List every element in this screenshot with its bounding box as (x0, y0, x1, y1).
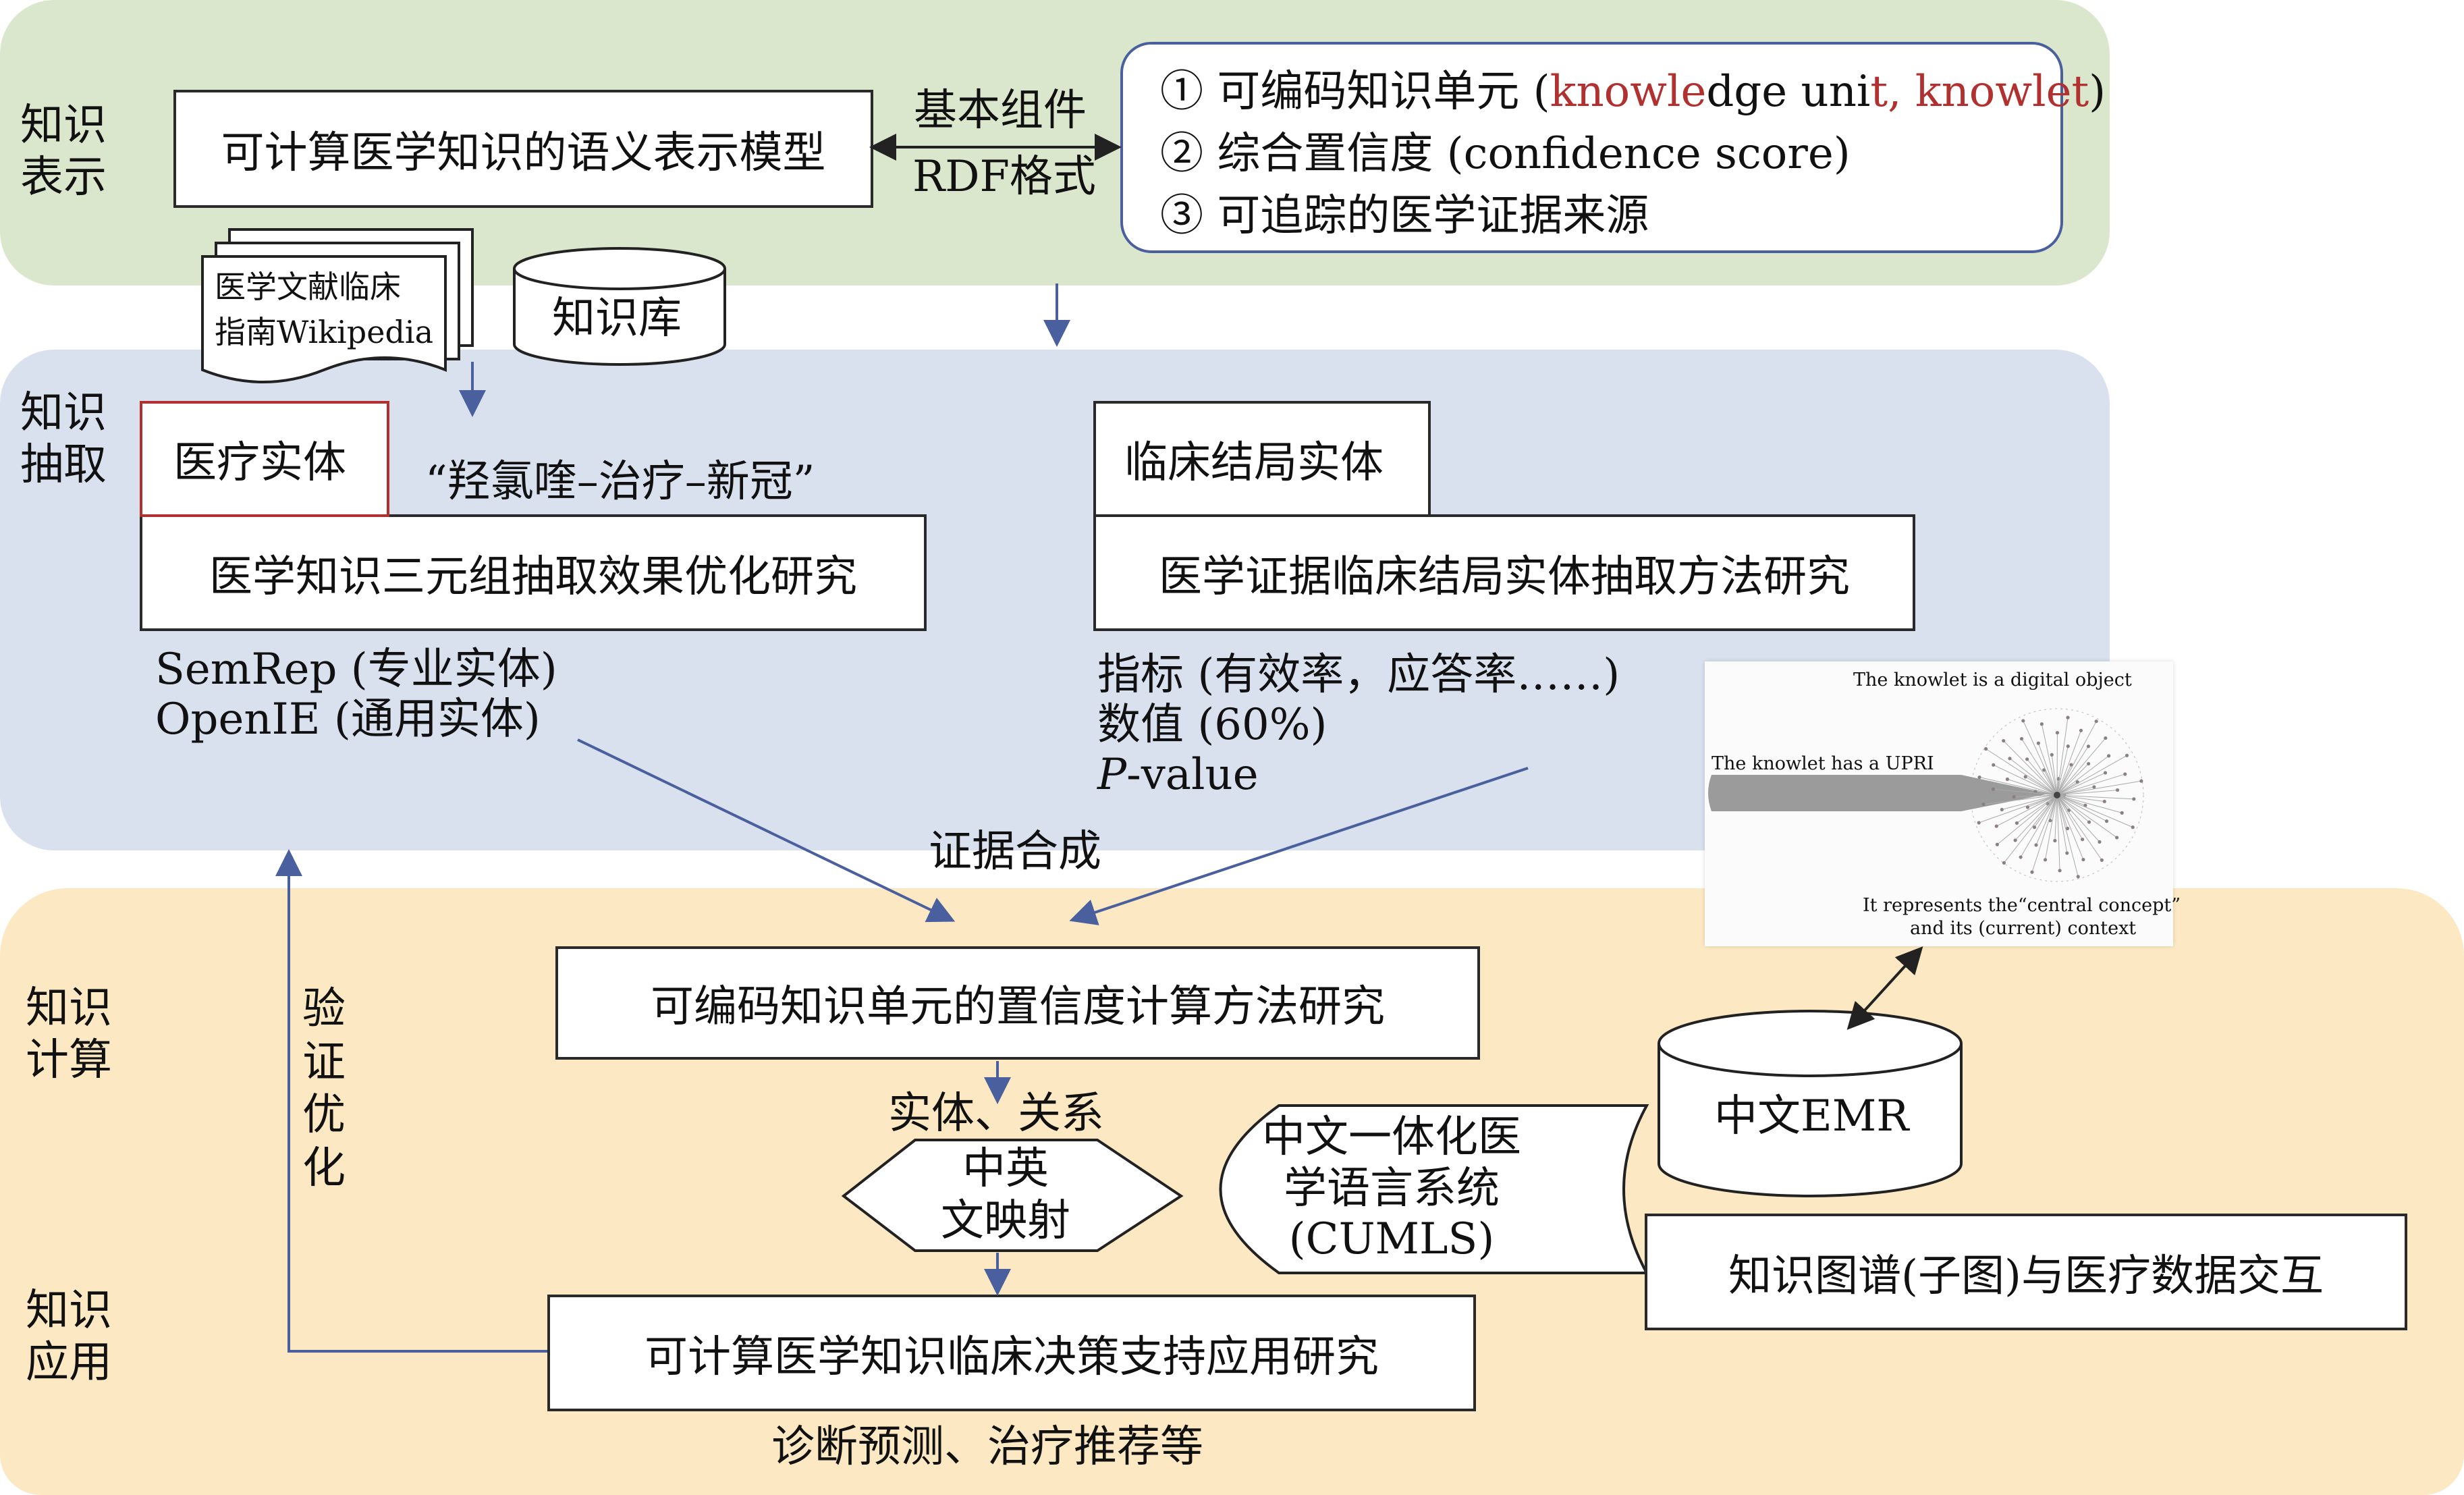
semantic-model-box: 可计算医学知识的语义表示模型 (173, 90, 873, 208)
entity-relation-label: 实体、关系 (888, 1089, 1104, 1139)
metrics-indicator: 指标 (有效率，应答率……) (1097, 650, 1620, 700)
knowlet-figure: The knowlet is a digital object The know… (1705, 661, 2181, 946)
components-box: ① 可编码知识单元 (knowledge unit, knowlet) ② 综合… (1120, 42, 2106, 253)
knowlet-upri-title: The knowlet has a UPRI (1712, 753, 1934, 774)
medical-entity-box: 医疗实体 (140, 401, 389, 517)
triple-extraction-box: 医学知识三元组抽取效果优化研究 (140, 514, 927, 631)
knowlet-caption-2: and its (current) context (1910, 918, 2137, 939)
outcome-extraction-box: 医学证据临床结局实体抽取方法研究 (1093, 514, 1915, 631)
verify-optimize-label: 验 证 优 化 (302, 984, 346, 1194)
component-confidence: ② 综合置信度 (confidence score) (1160, 129, 1851, 179)
metrics-number: 数值 (60%) (1097, 700, 1327, 750)
cumls-label: 中文一体化医 学语言系统 (CUMLS) (1262, 1112, 1521, 1265)
knowlet-upri-detail: UPRI (handle,trusty URI.etc.) (1713, 788, 1936, 805)
decision-support-box: 可计算医学知识临床决策支持应用研究 (547, 1295, 1476, 1411)
tools-semrep: SemRep (专业实体) (155, 645, 557, 695)
layer-representation: 知识 表示 (20, 101, 107, 202)
tools-openie: OpenIE (通用实体) (155, 695, 541, 744)
knowlet-title: The knowlet is a digital object (1853, 670, 2132, 690)
mapping-label: 中英 文映射 (941, 1144, 1070, 1246)
layer-extraction: 知识 抽取 (20, 388, 107, 490)
knowlet-caption-1: It represents the“central concept” (1863, 895, 2181, 916)
triple-example: “羟氯喹–治疗–新冠” (425, 457, 815, 507)
metrics-pvalue: P-value (1097, 750, 1259, 800)
applications-label: 诊断预测、治疗推荐等 (771, 1422, 1203, 1472)
link-label-components: 基本组件 (914, 86, 1087, 136)
link-label-rdf: RDF格式 (912, 152, 1096, 202)
layer-application: 知识 应用 (26, 1286, 112, 1388)
knowledge-base-label: 知识库 (552, 294, 682, 344)
evidence-synthesis-label: 证据合成 (929, 827, 1101, 877)
kg-interaction-box: 知识图谱(子图)与医疗数据交互 (1645, 1214, 2407, 1330)
component-knowlet: ① 可编码知识单元 (knowledge unit, knowlet) (1160, 67, 2106, 117)
documents-label: 医学文献临床 指南Wikipedia (215, 269, 434, 350)
confidence-computation-box: 可编码知识单元的置信度计算方法研究 (555, 946, 1480, 1060)
outcome-entity-box: 临床结局实体 (1093, 401, 1431, 517)
emr-label: 中文EMR (1714, 1091, 1909, 1141)
layer-computation: 知识 计算 (26, 983, 112, 1085)
component-evidence: ③ 可追踪的医学证据来源 (1160, 191, 1649, 241)
